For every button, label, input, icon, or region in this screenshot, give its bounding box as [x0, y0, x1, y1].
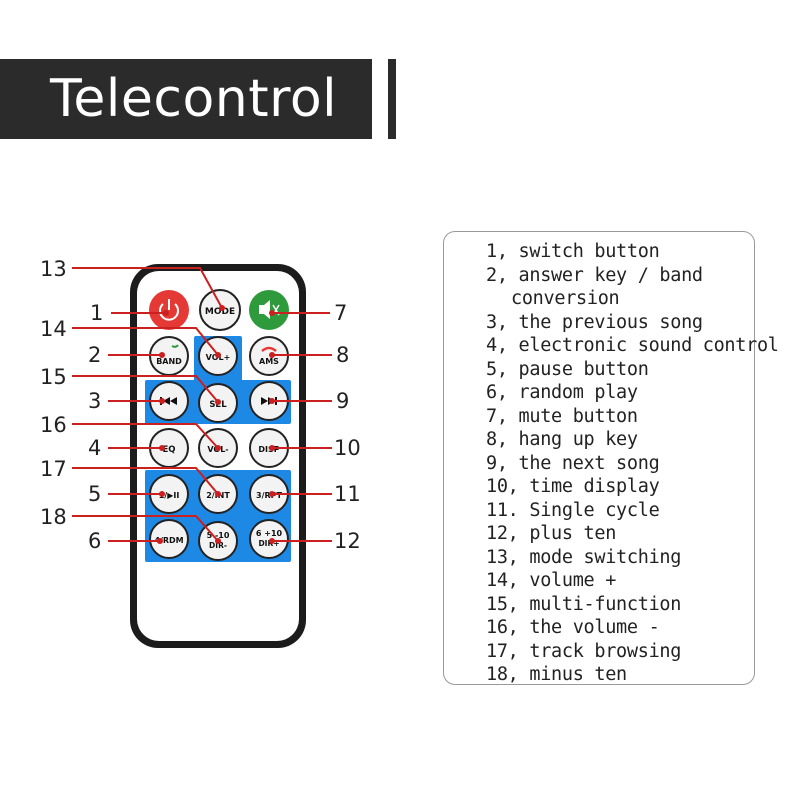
callout-lines — [72, 267, 332, 542]
rpt-label: 3/RPT — [256, 491, 283, 500]
random-label: 4/RDM — [154, 536, 183, 545]
callout-number-7: 7 — [334, 301, 347, 325]
legend-item: 1, switch button — [486, 241, 660, 262]
legend-item: 16, the volume - — [486, 617, 660, 638]
disp-label: DISP — [258, 445, 279, 454]
legend-item: 13, mode switching — [486, 547, 682, 568]
callout-number-12: 12 — [334, 529, 361, 553]
callout-number-2: 2 — [88, 343, 101, 367]
callout-number-17: 17 — [40, 457, 67, 481]
legend-item: 6, random play — [486, 382, 638, 403]
legend-item: 9, the next song — [486, 453, 660, 474]
legend-item: 4, electronic sound control — [486, 335, 779, 356]
callout-number-18: 18 — [40, 505, 67, 529]
callout-number-13: 13 — [40, 257, 67, 281]
random-button[interactable] — [149, 519, 189, 559]
legend-item: 3, the previous song — [486, 312, 703, 333]
eq-label: EQ — [162, 445, 175, 455]
power-icon — [159, 299, 179, 321]
dir-minus-label: DIR- — [209, 541, 227, 550]
band-label: BAND — [156, 357, 182, 366]
legend-item: conversion — [511, 288, 620, 309]
callout-line-18 — [72, 515, 219, 542]
callout-line-17 — [72, 467, 219, 495]
play-pause-label: 1/▶II — [159, 491, 180, 500]
legend-item: 10, time display — [486, 476, 660, 497]
legend-item: 2, answer key / band — [486, 265, 703, 286]
callout-number-14: 14 — [40, 317, 67, 341]
callout-line-13 — [72, 267, 223, 309]
answer-icon — [171, 344, 179, 348]
callout-number-6: 6 — [88, 529, 101, 553]
legend-item: 7, mute button — [486, 406, 638, 427]
callout-line-15 — [72, 375, 219, 403]
callout-number-3: 3 — [88, 389, 101, 413]
callout-number-9: 9 — [336, 389, 349, 413]
callout-number-16: 16 — [40, 413, 67, 437]
legend-item: 15, multi-function — [486, 594, 682, 615]
callout-number-10: 10 — [334, 436, 361, 460]
legend-item: 14, volume + — [486, 570, 617, 591]
legend-item: 8, hang up key — [486, 429, 638, 450]
callout-dots — [157, 305, 275, 544]
plus-ten-button[interactable] — [249, 519, 289, 559]
callout-number-11: 11 — [334, 482, 361, 506]
callout-line-16 — [72, 423, 219, 449]
callout-number-4: 4 — [88, 436, 101, 460]
mode-label: MODE — [205, 307, 235, 317]
minus-ten-label: 5 -10 — [207, 531, 230, 540]
callout-line-14 — [72, 327, 219, 356]
legend-item: 18, minus ten — [486, 664, 627, 685]
hang-up-icon — [261, 346, 277, 352]
dir-plus-label: DIR+ — [258, 539, 279, 548]
page-title: Telecontrol — [50, 69, 338, 129]
plus-ten-label: 6 +10 — [256, 529, 283, 538]
legend-item: 5, pause button — [486, 359, 649, 380]
title-accent — [388, 59, 396, 139]
callout-number-1: 1 — [90, 301, 103, 325]
callout-number-5: 5 — [88, 482, 101, 506]
callout-number-15: 15 — [40, 365, 67, 389]
legend-item: 12, plus ten — [486, 523, 617, 544]
sel-label: SEL — [209, 400, 227, 410]
legend-box: 1, switch button 2, answer key / band co… — [443, 231, 779, 685]
ams-label: AMS — [259, 357, 279, 366]
callout-number-8: 8 — [336, 343, 349, 367]
legend-item: 17, track browsing — [486, 641, 682, 662]
legend-item: 11. Single cycle — [486, 500, 660, 521]
title-bar: Telecontrol — [0, 59, 372, 139]
